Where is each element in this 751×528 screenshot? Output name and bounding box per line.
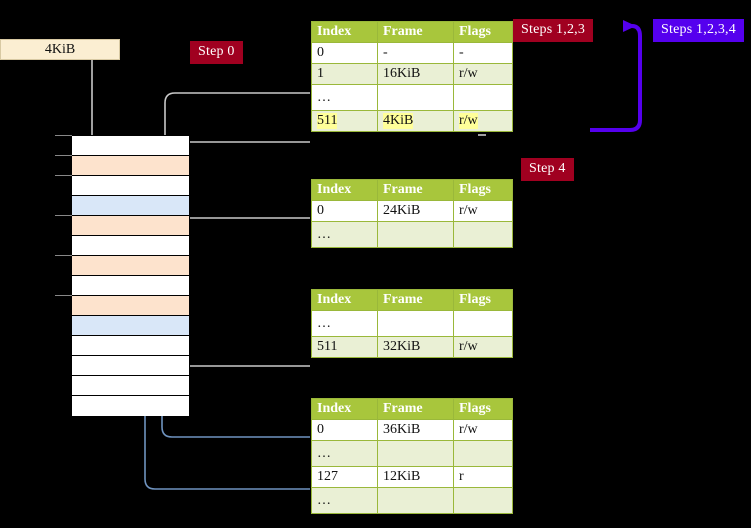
table-cell: …	[311, 310, 378, 337]
table-cell: 1	[311, 63, 378, 85]
memory-tick	[55, 255, 72, 256]
memory-tick	[55, 295, 72, 296]
table-cell	[377, 84, 454, 111]
memory-row	[72, 356, 189, 376]
memory-row	[72, 256, 189, 276]
badge-step-4: Step 4	[521, 158, 574, 181]
table-cell: 4KiB	[377, 110, 454, 132]
table-cell	[453, 487, 513, 514]
memory-tick	[55, 175, 72, 176]
badge-steps-123: Steps 1,2,3	[513, 19, 594, 42]
table-cell: 24KiB	[377, 200, 454, 222]
table-cell: 16KiB	[377, 63, 454, 85]
table-cell: …	[311, 84, 378, 111]
table-cell	[453, 84, 513, 111]
column-header: Index	[311, 179, 378, 201]
table-cell	[377, 310, 454, 337]
table-cell: r	[453, 466, 513, 488]
column-header: Frame	[377, 179, 454, 201]
column-header: Frame	[377, 21, 454, 43]
memory-row	[72, 216, 189, 236]
memory-tick	[55, 155, 72, 156]
memory-row	[72, 136, 189, 156]
table-cell: 0	[311, 419, 378, 441]
badge-step-0: Step 0	[190, 41, 243, 64]
table-cell	[453, 221, 513, 248]
column-header: Index	[311, 289, 378, 311]
connector-pd-row511-to-memory	[170, 317, 310, 367]
table-row: …	[311, 440, 513, 467]
steps-loop-arrow	[590, 20, 642, 132]
column-header: Index	[311, 398, 378, 420]
table-cell: …	[311, 487, 378, 514]
table-cell: 32KiB	[377, 336, 454, 358]
table-cell: r/w	[453, 336, 513, 358]
table-cell	[377, 487, 454, 514]
column-header: Flags	[453, 179, 513, 201]
badge-steps-1234: Steps 1,2,3,4	[653, 19, 744, 42]
table-cell: -	[453, 42, 513, 64]
connector-pdp-row0-to-memory	[177, 217, 310, 257]
memory-row	[72, 296, 189, 316]
physical-memory-column	[71, 135, 190, 416]
table-cell: -	[377, 42, 454, 64]
table-cell: r/w	[453, 110, 513, 132]
table-cell: r/w	[453, 200, 513, 222]
table-cell: 511	[311, 336, 378, 358]
table-row: …	[311, 84, 513, 111]
memory-row	[72, 376, 189, 396]
table-cell: 12KiB	[377, 466, 454, 488]
table-row: …	[311, 310, 513, 337]
frame-size-box: 4KiB	[0, 39, 120, 60]
table-cell	[377, 440, 454, 467]
table-cell: 0	[311, 200, 378, 222]
table-cell: …	[311, 440, 378, 467]
table-row: …	[311, 221, 513, 248]
table-cell	[453, 440, 513, 467]
memory-row	[72, 316, 189, 336]
column-header: Flags	[453, 21, 513, 43]
memory-tick	[55, 135, 72, 136]
column-header: Flags	[453, 398, 513, 420]
table-cell	[377, 221, 454, 248]
column-header: Index	[311, 21, 378, 43]
memory-row	[72, 196, 189, 216]
connector-pml4-row511-to-memory	[174, 141, 310, 173]
memory-row	[72, 176, 189, 196]
column-header: Frame	[377, 398, 454, 420]
table-cell	[453, 310, 513, 337]
memory-row	[72, 236, 189, 256]
memory-row	[72, 336, 189, 356]
memory-row	[72, 396, 189, 416]
table-cell: 0	[311, 42, 378, 64]
table-cell: r/w	[453, 63, 513, 85]
column-header: Frame	[377, 289, 454, 311]
column-header: Flags	[453, 289, 513, 311]
table-row: 0--	[311, 42, 513, 64]
table-cell: 127	[311, 466, 378, 488]
table-row: …	[311, 487, 513, 514]
table-cell: r/w	[453, 419, 513, 441]
table-cell: 511	[311, 110, 378, 132]
memory-tick	[55, 215, 72, 216]
table-cell: 36KiB	[377, 419, 454, 441]
memory-row	[72, 156, 189, 176]
table-cell: …	[311, 221, 378, 248]
memory-row	[72, 276, 189, 296]
